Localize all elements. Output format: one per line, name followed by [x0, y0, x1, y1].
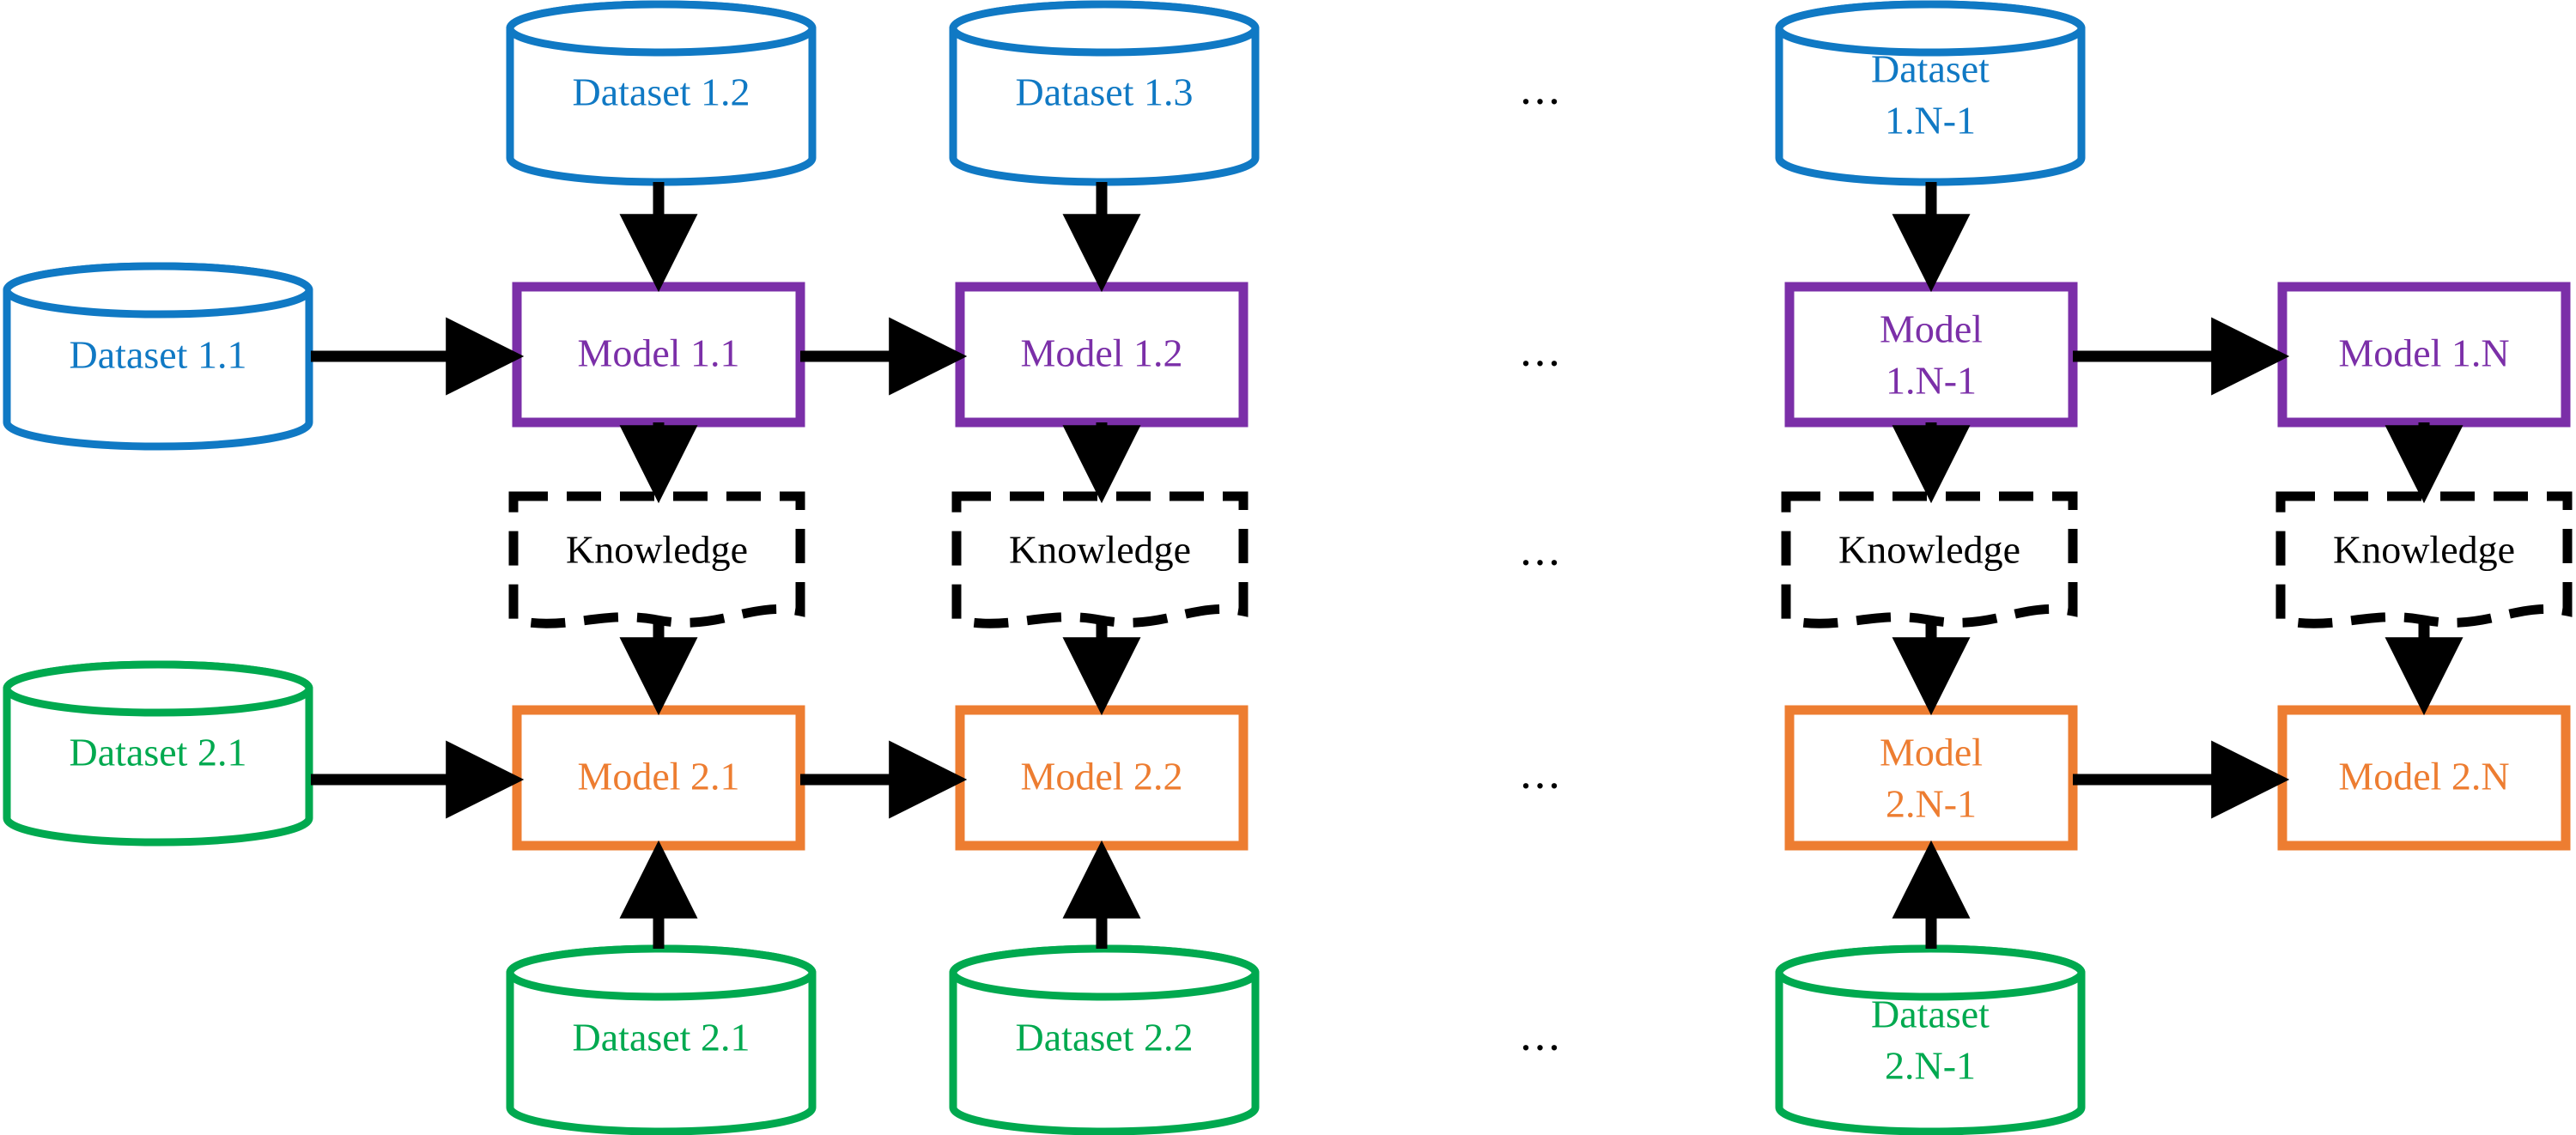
dataset-1-1-label: Dataset 1.1	[70, 333, 247, 377]
node-model-2-1[interactable]: Model 2.1	[512, 705, 805, 851]
node-knowledge-3[interactable]: Knowledge	[1781, 491, 2078, 628]
node-dataset-2-1[interactable]: Dataset 2.1	[506, 944, 817, 1135]
dataset-2-2-label: Dataset 2.2	[1016, 1016, 1194, 1059]
node-knowledge-1[interactable]: Knowledge	[508, 491, 805, 628]
ellipsis-bottom-models: ...	[1520, 746, 1563, 798]
knowledge-3-label: Knowledge	[1838, 528, 2020, 572]
ellipsis-knowledge: ...	[1520, 523, 1563, 574]
dataset-2-1-label: Dataset 2.1	[573, 1016, 750, 1059]
node-model-2-2[interactable]: Model 2.2	[955, 705, 1249, 851]
knowledge-4-label: Knowledge	[2333, 528, 2515, 572]
dataset-1-3-label: Dataset 1.3	[1016, 70, 1194, 114]
ellipsis-top-datasets: ...	[1520, 62, 1563, 113]
model-1-2-label: Model 1.2	[1020, 331, 1182, 375]
node-model-1-n[interactable]: Model 1.N	[2277, 282, 2571, 428]
node-dataset-1-3[interactable]: Dataset 1.3	[949, 0, 1260, 186]
model-1-1-label: Model 1.1	[577, 331, 739, 375]
node-model-2-n-1[interactable]: Model 2.N-1	[1784, 705, 2078, 851]
node-model-1-2[interactable]: Model 1.2	[955, 282, 1249, 428]
node-model-1-1[interactable]: Model 1.1	[512, 282, 805, 428]
node-knowledge-4[interactable]: Knowledge	[2275, 491, 2573, 628]
model-2-n-label: Model 2.N	[2338, 755, 2509, 798]
node-dataset-1-n-1[interactable]: Dataset 1.N-1	[1775, 0, 2086, 186]
model-2-n-1-label-line1: Model	[1880, 731, 1983, 774]
node-model-1-n-1[interactable]: Model 1.N-1	[1784, 282, 2078, 428]
dataset-1-2-label: Dataset 1.2	[573, 70, 750, 114]
dataset-2-1-left-label: Dataset 2.1	[70, 731, 247, 774]
ellipsis-top-models: ...	[1520, 324, 1563, 375]
model-1-n-1-label-line1: Model	[1880, 307, 1983, 351]
model-2-1-label: Model 2.1	[577, 755, 739, 798]
knowledge-2-label: Knowledge	[1009, 528, 1191, 572]
node-dataset-2-n-1[interactable]: Dataset 2.N-1	[1775, 944, 2086, 1135]
dataset-1-n-1-label-line1: Dataset	[1871, 47, 1990, 91]
dataset-1-n-1-label-line2: 1.N-1	[1885, 99, 1976, 143]
ellipsis-bottom-datasets: ...	[1520, 1008, 1563, 1059]
model-1-n-1-label-line2: 1.N-1	[1886, 359, 1977, 403]
node-dataset-1-1[interactable]: Dataset 1.1	[3, 262, 313, 451]
node-dataset-1-2[interactable]: Dataset 1.2	[506, 0, 817, 186]
node-dataset-2-2[interactable]: Dataset 2.2	[949, 944, 1260, 1135]
model-1-n-label: Model 1.N	[2338, 331, 2509, 375]
model-2-2-label: Model 2.2	[1020, 755, 1182, 798]
node-dataset-2-1-left[interactable]: Dataset 2.1	[3, 660, 313, 847]
dataset-2-n-1-label-line2: 2.N-1	[1885, 1044, 1976, 1088]
model-2-n-1-label-line2: 2.N-1	[1886, 782, 1977, 826]
node-knowledge-2[interactable]: Knowledge	[951, 491, 1249, 628]
knowledge-1-label: Knowledge	[566, 528, 748, 572]
dataset-2-n-1-label-line1: Dataset	[1871, 992, 1990, 1036]
node-model-2-n[interactable]: Model 2.N	[2277, 705, 2571, 851]
